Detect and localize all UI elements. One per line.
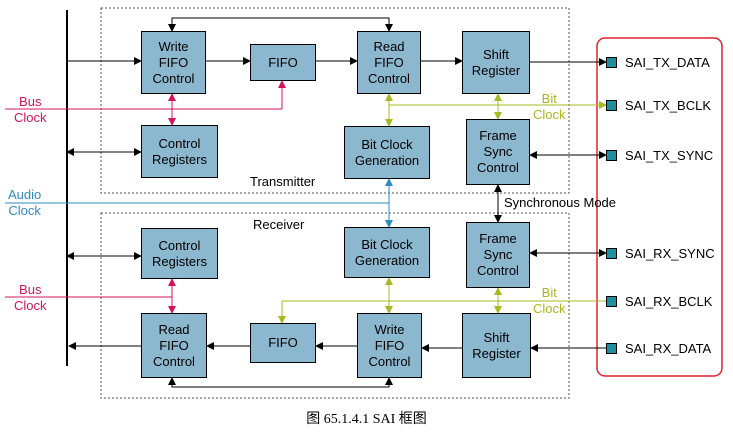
- pin-label-sai-tx-data: SAI_TX_DATA: [625, 55, 710, 70]
- rx-read-fifo-control: Read FIFO Control: [141, 313, 207, 378]
- bit-clock-label-bottom: Bit Clock: [533, 285, 566, 316]
- rx-bit-clock-generation: Bit Clock Generation: [344, 227, 430, 278]
- synchronous-mode-label: Synchronous Mode: [504, 195, 617, 210]
- pin-square: [606, 150, 617, 161]
- pin-square: [606, 296, 617, 307]
- rx-control-registers: Control Registers: [141, 228, 218, 279]
- pin-square: [606, 248, 617, 259]
- rx-frame-sync-control: Frame Sync Control: [466, 222, 530, 288]
- pin-square: [606, 57, 617, 68]
- tx-fifo: FIFO: [250, 44, 316, 81]
- transmitter-label: Transmitter: [250, 174, 316, 189]
- transmitter-frame: [100, 7, 570, 194]
- tx-shift-register: Shift Register: [462, 31, 530, 94]
- tx-bit-clock-generation: Bit Clock Generation: [344, 126, 430, 179]
- pin-label-sai-tx-bclk: SAI_TX_BCLK: [625, 98, 711, 113]
- rx-write-fifo-control: Write FIFO Control: [357, 313, 422, 378]
- tx-read-fifo-control: Read FIFO Control: [357, 31, 421, 94]
- tx-write-fifo-control: Write FIFO Control: [141, 31, 206, 94]
- bus-clock-label-bottom: Bus Clock: [14, 282, 47, 313]
- pin-square: [606, 343, 617, 354]
- receiver-label: Receiver: [253, 217, 305, 232]
- receiver-frame: [100, 212, 570, 399]
- pin-label-sai-rx-data: SAI_RX_DATA: [625, 341, 712, 356]
- pin-label-sai-rx-sync: SAI_RX_SYNC: [625, 246, 715, 261]
- bit-clock-label-top: Bit Clock: [533, 91, 566, 122]
- audio-clock-label: Audio Clock: [8, 187, 42, 218]
- pin-frame: [596, 37, 723, 377]
- bus-clock-label-top: Bus Clock: [14, 94, 47, 125]
- tx-control-registers: Control Registers: [141, 125, 218, 178]
- pin-label-sai-rx-bclk: SAI_RX_BCLK: [625, 294, 713, 309]
- figure-caption: 图 65.1.4.1 SAI 框图: [306, 412, 427, 427]
- rx-shift-register: Shift Register: [462, 313, 531, 378]
- pin-label-sai-tx-sync: SAI_TX_SYNC: [625, 148, 714, 163]
- rx-fifo: FIFO: [250, 323, 316, 363]
- pin-square: [606, 100, 617, 111]
- tx-frame-sync-control: Frame Sync Control: [466, 119, 530, 185]
